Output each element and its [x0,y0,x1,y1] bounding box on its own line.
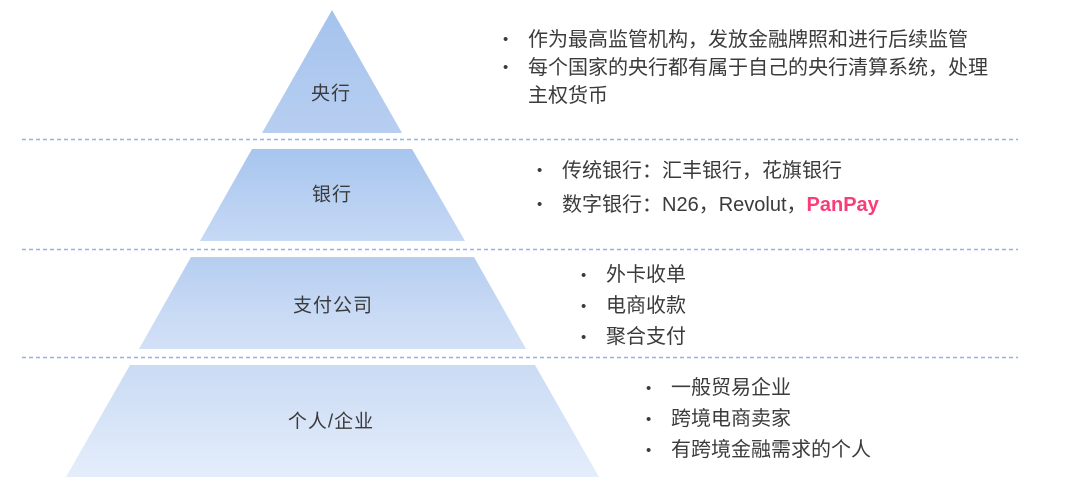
level-1-bullet-list: • 作为最高监管机构，发放金融牌照和进行后续监管 • 每个国家的央行都有属于自己… [503,26,998,110]
bullet-icon: • [646,442,652,459]
pyramid-level-1-shape [262,10,402,133]
bullet-item: • 数字银行：N26，Revolut，PanPay [537,188,879,222]
bullet-text: 一般贸易企业 [671,377,791,399]
pyramid-level-2-label: 银行 [311,184,353,206]
bullet-text: 聚合支付 [606,326,686,348]
bullet-text: 有跨境金融需求的个人 [671,439,871,461]
bullet-icon: • [503,59,509,76]
bullet-icon: • [503,31,509,48]
bullet-item: • 聚合支付 [581,322,686,353]
bullet-item: • 一般贸易企业 [646,373,871,404]
level-3-bullet-list: • 外卡收单 • 电商收款 • 聚合支付 [581,260,686,353]
bullet-text: 外卡收单 [606,264,686,286]
bullet-item: • 跨境电商卖家 [646,404,871,435]
level-4-bullet-list: • 一般贸易企业 • 跨境电商卖家 • 有跨境金融需求的个人 [646,373,871,466]
bullet-text: 作为最高监管机构，发放金融牌照和进行后续监管 [528,29,968,51]
bullet-icon: • [537,196,543,213]
pyramid-level-3-shape [139,257,526,349]
bullet-text: 传统银行：汇丰银行，花旗银行 [562,160,842,182]
bullet-item: • 有跨境金融需求的个人 [646,435,871,466]
pyramid-level-1-label: 央行 [310,83,352,105]
bullet-item: • 每个国家的央行都有属于自己的央行清算系统，处理主权货币 [503,54,998,110]
bullet-icon: • [581,298,587,315]
pyramid-level-4-shape [66,365,599,477]
level-2-bullet-list: • 传统银行：汇丰银行，花旗银行 • 数字银行：N26，Revolut，PanP… [537,154,879,222]
bullet-icon: • [581,329,587,346]
bullet-icon: • [646,411,652,428]
bullet-item: • 电商收款 [581,291,686,322]
pyramid-level-3-label: 支付公司 [292,295,374,317]
bullet-icon: • [537,162,543,179]
bullet-text: 数字银行：N26，Revolut， [562,194,807,216]
bullet-text: 每个国家的央行都有属于自己的央行清算系统，处理主权货币 [528,57,988,107]
bullet-text: 跨境电商卖家 [671,408,791,430]
pyramid-level-2-shape [200,149,465,241]
bullet-text: 电商收款 [606,295,686,317]
bullet-icon: • [581,267,587,284]
panpay-brand-text: PanPay [806,194,879,216]
bullet-item: • 传统银行：汇丰银行，花旗银行 [537,154,879,188]
bullet-icon: • [646,380,652,397]
bullet-item: • 外卡收单 [581,260,686,291]
bullet-item: • 作为最高监管机构，发放金融牌照和进行后续监管 [503,26,998,54]
pyramid-level-4-label: 个人/企业 [287,411,375,433]
